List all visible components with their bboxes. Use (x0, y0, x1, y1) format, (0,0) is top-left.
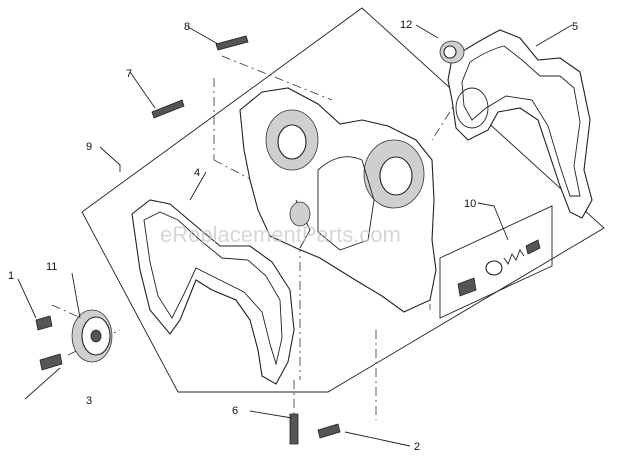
callout-10: 10 (464, 198, 476, 210)
idler-gear-hub (90, 329, 102, 343)
callout-2: 2 (414, 441, 420, 453)
gasket-left (131, 199, 295, 385)
callout-5: 5 (572, 21, 578, 33)
leader-lines (17, 24, 573, 447)
plug (457, 277, 477, 297)
callout-6: 6 (232, 405, 238, 417)
callout-11: 11 (46, 261, 57, 273)
gasket-left-inner (143, 211, 283, 366)
washer (485, 260, 503, 276)
callout-12: 12 (400, 19, 412, 31)
gasket-right-inner (461, 45, 581, 197)
gasket-right-hole (455, 87, 489, 129)
bolt-3 (39, 353, 63, 371)
spring (503, 249, 525, 265)
cover-bore-right-inner (379, 156, 413, 196)
bolt-1 (35, 315, 53, 331)
gasket-right (447, 29, 593, 219)
callout-8: 8 (184, 21, 190, 33)
callout-3: 3 (86, 395, 92, 407)
stud-7 (151, 99, 185, 119)
callout-4: 4 (194, 167, 200, 179)
cover-bore-left-inner (277, 124, 307, 160)
callout-9: 9 (86, 141, 92, 153)
valve (525, 239, 541, 255)
assembly-frame (81, 7, 605, 393)
callout-7: 7 (126, 68, 132, 80)
stud-6 (289, 413, 299, 445)
cover-boss (289, 201, 311, 227)
small-parts-box (439, 205, 553, 319)
stud-8 (215, 35, 249, 51)
watermark-text: eReplacementParts.com (160, 222, 401, 247)
callout-1: 1 (8, 270, 14, 282)
oil-seal-inner (443, 45, 457, 59)
bolt-2 (317, 423, 341, 439)
